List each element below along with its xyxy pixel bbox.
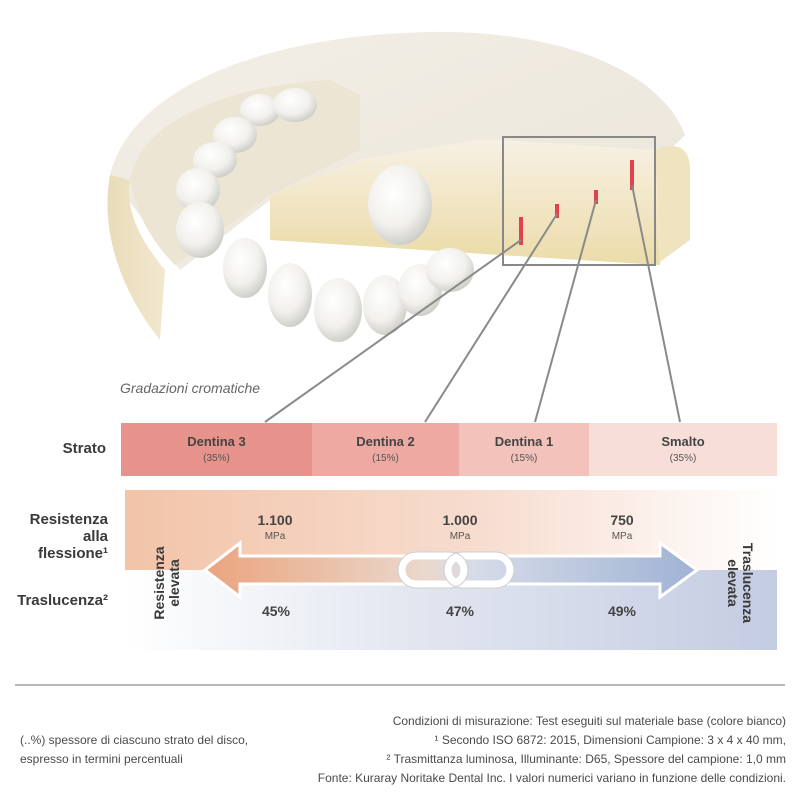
arrow-right-label-line2: elevata (725, 559, 741, 607)
strength-unit: MPa (264, 531, 286, 542)
footnote-left-line2: espresso in termini percentuali (20, 752, 183, 766)
caption: Gradazioni cromatiche (120, 380, 261, 396)
layer-dentina-1: Dentina 1 (15%) (459, 423, 589, 476)
strength-smalto: 750 MPa (582, 512, 662, 542)
layer-name: Dentina 3 (187, 434, 246, 449)
footnote-left-line1: (..%) spessore di ciascuno strato del di… (20, 733, 249, 747)
layer-percent: (35%) (669, 453, 697, 464)
strength-unit: MPa (449, 531, 471, 542)
property-bands (125, 490, 777, 650)
disc-illustration (107, 31, 690, 423)
layer-name: Smalto (661, 434, 705, 449)
row-label-resistenza-line1: Resistenza (29, 511, 108, 528)
layer-dentina-3: Dentina 3 (35%) (121, 423, 312, 476)
footer-divider (15, 684, 785, 686)
disc-right-wall (655, 146, 690, 262)
footnote-right-line4: Fonte: Kuraray Noritake Dental Inc. I va… (317, 771, 786, 785)
strength-value: 1.000 (442, 512, 478, 528)
disc-cut-face-right (500, 140, 660, 265)
row-label-resistenza: Resistenza alla flessione¹ (10, 511, 108, 562)
leader-lines (264, 184, 681, 423)
chain-link-icon (398, 552, 514, 588)
layer-percent: (35%) (203, 453, 230, 464)
footnote-left: (..%) spessore di ciascuno strato del di… (20, 731, 320, 769)
layer-markers (519, 160, 634, 245)
row-label-resistenza-line2: alla flessione¹ (37, 528, 108, 562)
footnote-right-line3: ² Trasmittanza luminosa, Illuminante: D6… (386, 752, 786, 766)
strength-value: 750 (610, 512, 634, 528)
arrow-right-label-line1: Traslucenza (740, 542, 756, 624)
arrow-right-label: Traslucenza elevata (725, 533, 756, 633)
strength-dentina-3: 1.100 MPa (235, 512, 315, 542)
translucency-dentina-2: 47% (445, 603, 475, 619)
layer-name: Dentina 1 (494, 434, 554, 449)
layer-name: Dentina 2 (356, 434, 415, 449)
strength-dentina-2: 1.000 MPa (420, 512, 500, 542)
chain-link-outline (397, 551, 515, 589)
footnote-right-line2: ¹ Secondo ISO 6872: 2015, Dimensioni Cam… (434, 733, 786, 747)
layer-dentina-2: Dentina 2 (15%) (312, 423, 459, 476)
translucency-dentina-3: 45% (261, 603, 291, 619)
arrow-left-label: Resistenza elevata (151, 538, 182, 628)
arrow-left-label-line2: elevata (166, 559, 182, 607)
footnote-right-line1: Condizioni di misurazione: Test eseguiti… (392, 714, 786, 728)
strength-value: 1.100 (257, 512, 293, 528)
arrow-left-label-line1: Resistenza (151, 546, 167, 620)
disc-outer-wall (107, 175, 165, 340)
row-label-traslucenza: Traslucenza² (17, 592, 108, 609)
teeth-arch (176, 88, 474, 342)
strength-unit: MPa (611, 531, 633, 542)
row-label-strato: Strato (62, 440, 106, 457)
layer-percent: (15%) (510, 453, 538, 464)
layer-percent: (15%) (372, 453, 399, 464)
layer-smalto: Smalto (35%) (589, 423, 777, 476)
footnote-right: Condizioni di misurazione: Test eseguiti… (246, 712, 786, 788)
translucency-smalto: 49% (607, 603, 637, 619)
